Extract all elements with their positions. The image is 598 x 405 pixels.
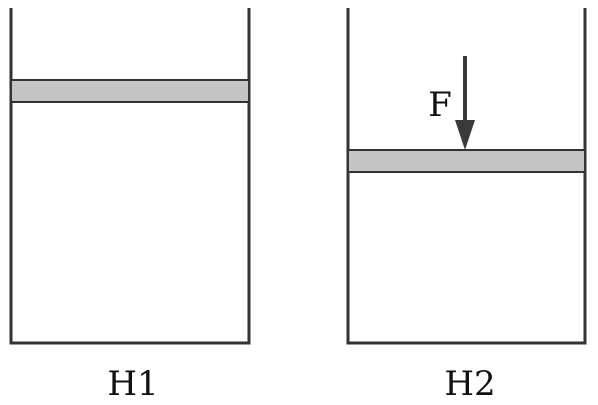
container-h2-label: H2: [444, 364, 495, 404]
force-label: F: [428, 85, 452, 125]
piston-h1: [10, 79, 250, 103]
piston-h2: [347, 149, 586, 173]
force-arrow-head: [455, 120, 475, 150]
container-h1: H1: [9, 8, 251, 404]
container-h2: F H2: [346, 8, 587, 404]
container-h2-walls: [346, 8, 587, 345]
force-arrow: [455, 56, 475, 150]
container-h1-label: H1: [107, 364, 158, 404]
container-h1-walls: [9, 8, 251, 345]
